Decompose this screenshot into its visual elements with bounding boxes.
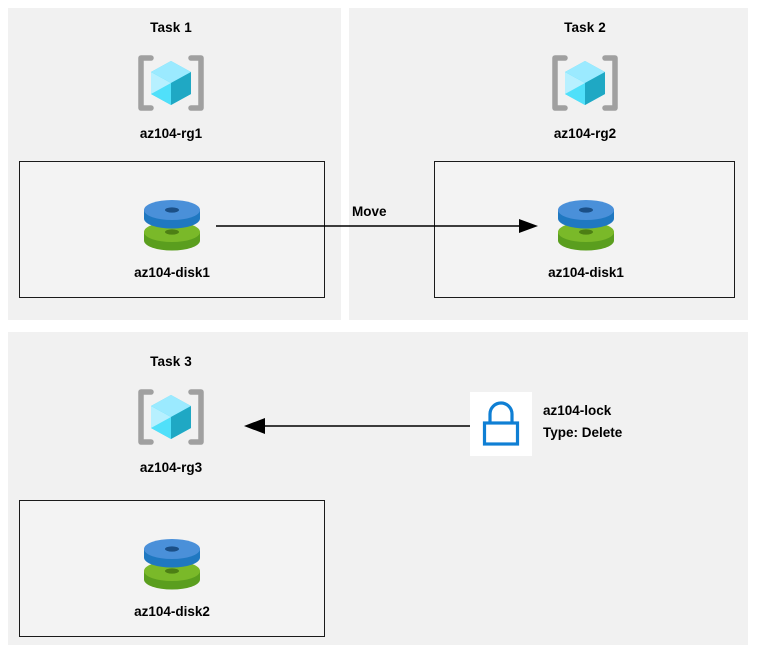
resource-group-label: az104-rg1 <box>139 126 203 141</box>
managed-disk-icon <box>144 539 200 590</box>
resource-group-label: az104-rg3 <box>139 460 203 475</box>
managed-disk-icon <box>144 200 200 251</box>
lock-tile <box>470 392 532 456</box>
resource-group-icon <box>138 55 204 111</box>
resource-label: az104-disk2 <box>134 604 210 619</box>
move-arrow-label: Move <box>352 204 387 219</box>
task-1-title: Task 1 <box>150 20 192 35</box>
task-3-title: Task 3 <box>150 354 192 369</box>
lock-arrow <box>244 418 472 434</box>
resource-group-icon <box>552 55 618 111</box>
lock-icon <box>482 401 520 446</box>
managed-disk-icon <box>558 200 614 251</box>
resource-label: az104-disk1 <box>548 265 624 280</box>
resource-group-icon <box>138 389 204 445</box>
resource-group-label: az104-rg2 <box>553 126 617 141</box>
resource-label: az104-disk1 <box>134 265 210 280</box>
lock-type: Type: Delete <box>543 425 623 440</box>
lock-text-block: az104-lock Type: Delete <box>543 400 743 444</box>
move-arrow <box>216 219 538 233</box>
task-2-title: Task 2 <box>564 20 606 35</box>
lock-name: az104-lock <box>543 403 612 418</box>
